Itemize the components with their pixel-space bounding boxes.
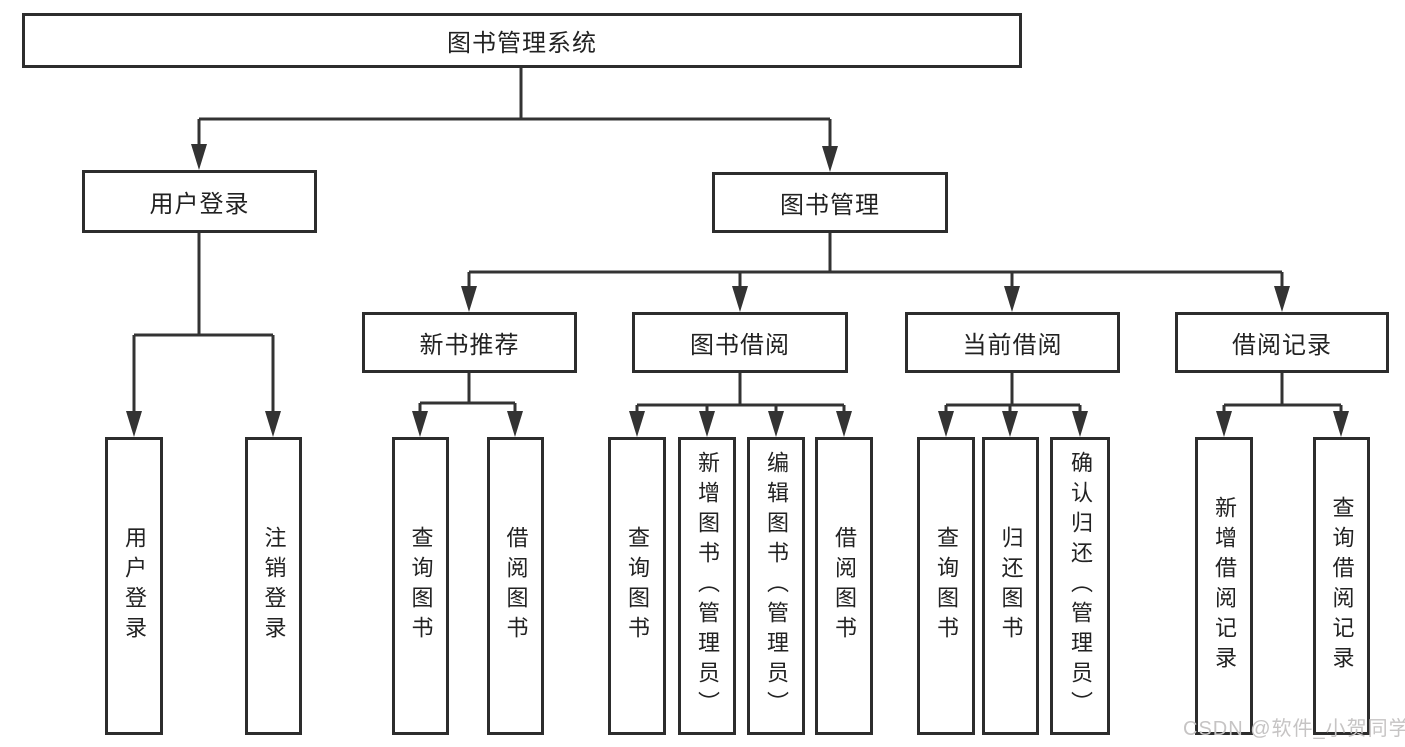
connector-user-login [126,233,281,437]
leaf-cb-return-book-label: 归还图书 [998,526,1024,646]
leaf-bb-borrow-book-label: 借阅图书 [832,526,857,646]
leaf-logout-label: 注销登录 [261,526,287,646]
node-book-mgmt-label: 图书管理 [780,192,880,219]
leaf-rec-borrow-book-label: 借阅图书 [503,526,529,646]
connector-book-mgmt [461,233,1290,312]
leaf-rec-borrow-book: 借阅图书 [487,437,544,735]
leaf-logout: 注销登录 [245,437,302,735]
leaf-bb-borrow-book: 借阅图书 [815,437,873,735]
leaf-cb-query-book-label: 查询图书 [934,526,959,646]
node-borrow-records-label: 借阅记录 [1232,332,1332,359]
connector-book-borrow [629,373,852,437]
node-book-borrow: 图书借阅 [632,312,848,373]
node-new-book-rec-label: 新书推荐 [419,332,520,359]
leaf-cb-confirm-return: 确认归还（管理员） [1050,437,1110,735]
leaf-bb-query-book-label: 查询图书 [625,526,650,646]
connector-current-borrow [938,373,1088,437]
node-new-book-rec: 新书推荐 [362,312,577,373]
leaf-cb-confirm-return-label: 确认归还（管理员） [1068,451,1093,721]
leaf-user-login: 用户登录 [105,437,163,735]
node-borrow-records: 借阅记录 [1175,312,1389,373]
node-user-login-label: 用户登录 [149,191,250,218]
leaf-bb-query-book: 查询图书 [608,437,666,735]
node-root-label: 图书管理系统 [447,30,597,57]
leaf-br-query-record-label: 查询借阅记录 [1329,496,1355,676]
node-current-borrow-label: 当前借阅 [962,332,1063,359]
leaf-br-add-record-label: 新增借阅记录 [1212,496,1237,676]
leaf-rec-query-book-label: 查询图书 [408,526,434,646]
node-book-borrow-label: 图书借阅 [690,332,790,359]
node-root: 图书管理系统 [22,13,1022,68]
leaf-rec-query-book: 查询图书 [392,437,449,735]
connector-new-book-rec [412,373,523,437]
leaf-cb-query-book: 查询图书 [917,437,975,735]
leaf-bb-edit-book: 编辑图书（管理员） [747,437,805,735]
leaf-bb-add-book: 新增图书（管理员） [678,437,736,735]
leaf-user-login-label: 用户登录 [122,526,147,646]
connector-borrow-records [1216,373,1349,437]
node-book-mgmt: 图书管理 [712,172,948,233]
leaf-br-add-record: 新增借阅记录 [1195,437,1253,735]
node-user-login: 用户登录 [82,170,317,233]
leaf-br-query-record: 查询借阅记录 [1313,437,1370,735]
node-current-borrow: 当前借阅 [905,312,1120,373]
leaf-cb-return-book: 归还图书 [982,437,1039,735]
leaf-bb-edit-book-label: 编辑图书（管理员） [764,451,789,721]
leaf-bb-add-book-label: 新增图书（管理员） [695,451,720,721]
watermark: CSDN @软件_小贺同学 [1183,718,1405,740]
connector-root [191,68,838,172]
